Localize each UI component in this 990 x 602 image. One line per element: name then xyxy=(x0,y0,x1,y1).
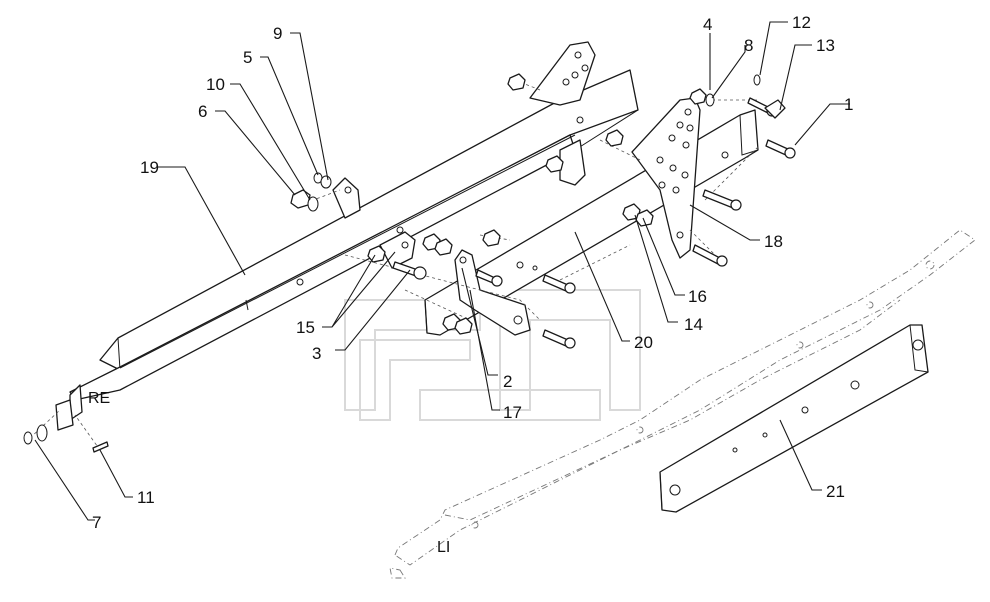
callout-2: 2 xyxy=(503,372,512,391)
callout-5: 5 xyxy=(243,48,252,67)
callout-17: 17 xyxy=(503,403,522,422)
flat-bar-21 xyxy=(659,324,929,513)
callout-10: 10 xyxy=(206,75,225,94)
callout-11: 11 xyxy=(137,488,155,507)
callout-14: 14 xyxy=(684,315,703,334)
callout-4: 4 xyxy=(703,15,712,34)
side-label-right: RE xyxy=(88,390,110,407)
side-label-left: LI xyxy=(437,539,450,556)
callout-15: 15 xyxy=(296,318,315,337)
callout-18: 18 xyxy=(764,232,783,251)
callout-3: 3 xyxy=(312,344,321,363)
callout-12: 12 xyxy=(792,13,811,32)
callout-numbers: 1 2 3 4 5 6 7 8 9 10 11 12 13 14 15 16 1… xyxy=(92,13,853,532)
callout-19: 19 xyxy=(140,158,159,177)
bolt-low-2 xyxy=(542,329,576,349)
callout-1: 1 xyxy=(844,95,853,114)
nuts-washers xyxy=(23,73,786,453)
bolt-17 xyxy=(475,269,503,287)
bolt-3 xyxy=(392,261,427,280)
callout-leaders xyxy=(34,21,850,521)
callout-20: 20 xyxy=(634,333,653,352)
bolt-low-1 xyxy=(542,274,576,294)
mounting-plate-rear xyxy=(529,41,596,186)
left-beam-ghost xyxy=(389,229,976,579)
callout-7: 7 xyxy=(92,513,101,532)
callout-8: 8 xyxy=(744,36,753,55)
callout-16: 16 xyxy=(688,287,707,306)
bolt-mid-2 xyxy=(692,244,728,267)
callout-13: 13 xyxy=(816,36,835,55)
callout-21: 21 xyxy=(826,482,845,501)
callout-6: 6 xyxy=(198,102,207,121)
small-bracket xyxy=(332,177,361,219)
bolt-1 xyxy=(765,139,796,159)
bolt-mid-1 xyxy=(702,189,742,211)
main-beam-19 xyxy=(55,69,639,431)
bolts xyxy=(392,97,796,349)
callout-9: 9 xyxy=(273,24,282,43)
mounting-plate-18 xyxy=(631,97,701,259)
bracket-17 xyxy=(454,249,531,336)
